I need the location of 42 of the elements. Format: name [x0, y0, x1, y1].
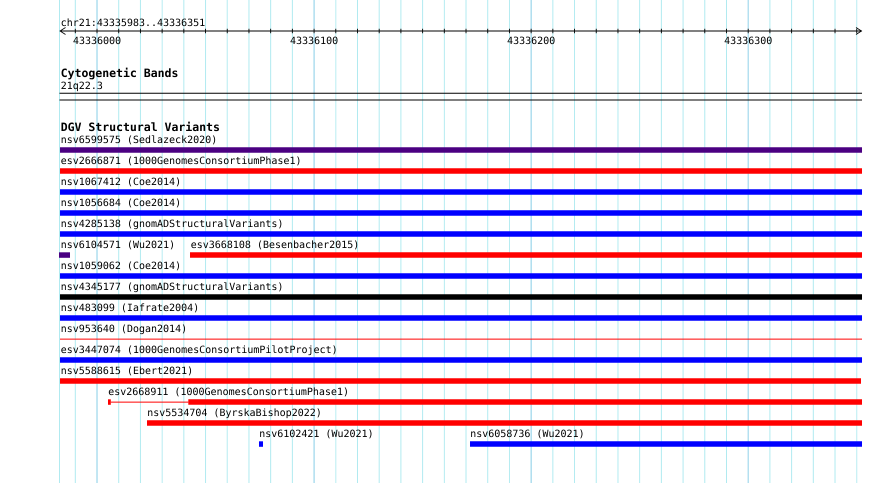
- feature-bar: [60, 315, 862, 321]
- feature-label: nsv5534704 (ByrskaBishop2022): [148, 408, 320, 418]
- feature-line: [60, 338, 862, 340]
- track-heading: DGV Structural Variants: [61, 122, 219, 132]
- locus-label: chr21:43335983..43336351: [62, 18, 205, 26]
- feature-label: esv2668911 (1000GenomesConsortiumPhase1): [108, 387, 347, 396]
- feature-bar: [108, 399, 862, 405]
- feature-label: nsv4285138 (gnomADStructuralVariants): [62, 219, 282, 230]
- feature-label: nsv4345177 (gnomADStructuralVariants): [62, 282, 282, 292]
- feature-bar: [60, 168, 862, 174]
- feature-bar: [60, 231, 862, 237]
- tick-label: 43336100: [290, 36, 338, 44]
- cytoband-outline: [59, 92, 862, 100]
- feature-bar: [60, 210, 862, 216]
- feature-label: esv3447074 (1000GenomesConsortiumPilotProject): [61, 345, 336, 356]
- feature-label: nsv6104571 (Wu2021): [62, 240, 173, 250]
- tick-label: 43336200: [508, 36, 555, 44]
- feature-label: nsv6102421 (Wu2021): [260, 429, 372, 438]
- feature-label: esv3668108 (Besenbacher2015): [191, 240, 358, 250]
- feature-bar: [60, 189, 862, 195]
- feature-bar: [60, 378, 861, 384]
- feature-bar: [60, 273, 862, 279]
- feature-bar: [259, 441, 263, 447]
- tick-label: 43336300: [724, 36, 772, 44]
- band-label: 21q22.3: [61, 82, 102, 92]
- feature-label: nsv1059062 (Coe2014): [62, 261, 180, 270]
- feature-label: nsv953640 (Dogan2014): [62, 324, 186, 334]
- feature-label: nsv1056684 (Coe2014): [62, 198, 180, 208]
- feature-bar: [470, 441, 862, 447]
- feature-bar: [190, 252, 862, 258]
- feature-label: nsv6599575 (Sedlazeck2020): [62, 135, 216, 144]
- tick-label: 43336000: [73, 36, 120, 44]
- feature-label: nsv1067412 (Coe2014): [62, 177, 180, 186]
- feature-bar: [60, 147, 862, 153]
- feature-label: nsv6058736 (Wu2021): [471, 429, 582, 438]
- feature-label: nsv5588615 (Ebert2021): [62, 366, 192, 376]
- feature-bar: [60, 357, 862, 363]
- feature-bar: [147, 420, 862, 426]
- feature-bar: [60, 294, 862, 300]
- feature-label: esv2666871 (1000GenomesConsortiumPhase1): [61, 156, 300, 166]
- feature-label: nsv483099 (Iafrate2004): [62, 303, 198, 312]
- feature-bar: [59, 252, 70, 258]
